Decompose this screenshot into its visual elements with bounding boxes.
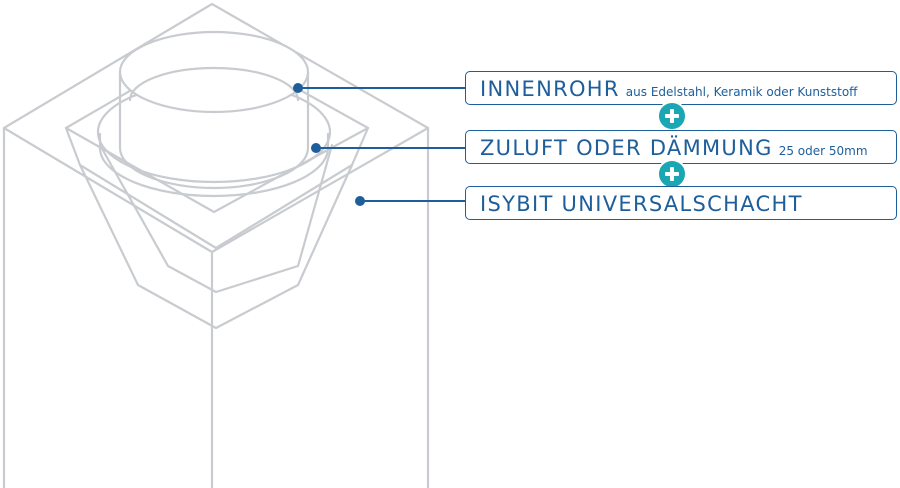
label-zuluft-detail: 25 oder 50mm	[778, 144, 868, 158]
label-zuluft-title: ZULUFT ODER DÄMMUNG	[480, 136, 773, 160]
label-innenrohr-detail: aus Edelstahl, Keramik oder Kunststoff	[625, 85, 858, 99]
label-innenrohr: INNENROHR aus Edelstahl, Keramik oder Ku…	[465, 71, 897, 105]
shaft-outline	[2, 2, 430, 488]
label-innenrohr-title: INNENROHR	[480, 77, 620, 101]
label-universalschacht: ISYBIT UNIVERSALSCHACHT	[465, 186, 897, 220]
leader-zuluft	[311, 143, 466, 153]
label-universalschacht-title: ISYBIT UNIVERSALSCHACHT	[480, 192, 803, 216]
plus-icon	[657, 159, 687, 189]
inner-pipe	[118, 30, 310, 190]
leader-innenrohr	[293, 83, 466, 93]
plus-icon	[657, 101, 687, 131]
leader-universalschacht	[355, 196, 466, 206]
label-zuluft: ZULUFT ODER DÄMMUNG 25 oder 50mm	[465, 130, 897, 164]
